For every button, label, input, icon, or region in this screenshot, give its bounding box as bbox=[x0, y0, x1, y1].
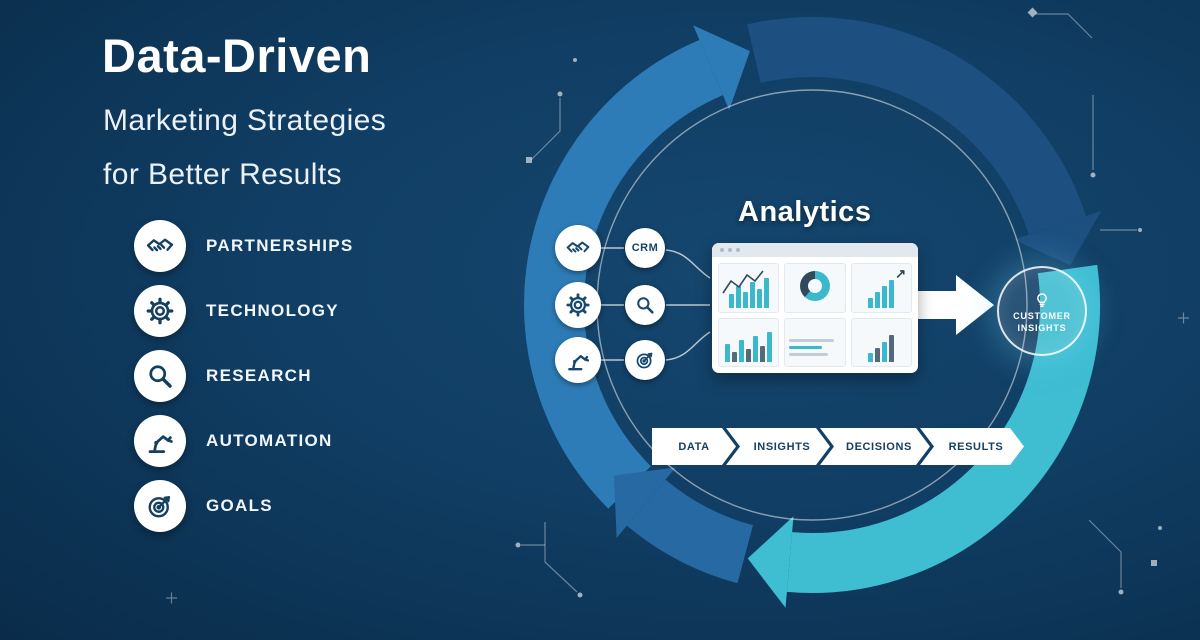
flow-step-decisions: DECISIONS bbox=[820, 428, 930, 465]
target-icon bbox=[625, 340, 665, 380]
feature-label: GOALS bbox=[206, 496, 273, 515]
panel-header bbox=[712, 243, 918, 257]
analytics-title: Analytics bbox=[738, 196, 872, 228]
robot-arm-icon bbox=[555, 337, 601, 383]
customer-insights-label: INSIGHTS bbox=[1017, 323, 1067, 333]
mini-combo-chart bbox=[718, 263, 780, 313]
feature-label: PARTNERSHIPS bbox=[206, 236, 354, 255]
subtitle-line-1: Marketing Strategies bbox=[103, 104, 387, 137]
up-trend-icon: ↗ bbox=[895, 266, 906, 281]
magnifier-icon bbox=[134, 350, 186, 402]
handshake-icon bbox=[555, 225, 601, 271]
robot-arm-icon bbox=[134, 415, 186, 467]
mini-bar-chart bbox=[850, 317, 912, 367]
subtitle-line-2: for Better Results bbox=[103, 158, 342, 191]
mini-donut-chart bbox=[784, 263, 846, 313]
crm-label: CRM bbox=[631, 242, 659, 254]
feature-item-goals: GOALS bbox=[134, 480, 354, 532]
analytics-dashboard-panel: ↗ bbox=[712, 243, 918, 373]
trend-line-chart bbox=[722, 270, 764, 294]
feature-label: TECHNOLOGY bbox=[206, 301, 339, 320]
lightbulb-icon bbox=[1032, 289, 1052, 309]
feature-item-automation: AUTOMATION bbox=[134, 415, 354, 467]
handshake-icon bbox=[134, 220, 186, 272]
customer-insights-label: CUSTOMER bbox=[1013, 311, 1071, 321]
gear-icon bbox=[134, 285, 186, 337]
ring-arrowhead-bottom-left bbox=[614, 467, 676, 538]
window-dot bbox=[736, 248, 740, 252]
big-right-arrow bbox=[916, 275, 994, 335]
crm-badge: CRM bbox=[625, 228, 665, 268]
feature-label: RESEARCH bbox=[206, 366, 312, 385]
target-icon bbox=[134, 480, 186, 532]
feature-label: AUTOMATION bbox=[206, 431, 333, 450]
feature-item-partnerships: PARTNERSHIPS bbox=[134, 220, 354, 272]
feature-item-technology: TECHNOLOGY bbox=[134, 285, 354, 337]
mini-text-lines bbox=[784, 317, 846, 367]
flow-step-insights: INSIGHTS bbox=[726, 428, 830, 465]
ring-segment-left bbox=[524, 39, 724, 509]
window-dot bbox=[728, 248, 732, 252]
panel-body: ↗ bbox=[712, 257, 918, 373]
mini-bar-chart-growth: ↗ bbox=[850, 263, 912, 313]
feature-item-research: RESEARCH bbox=[134, 350, 354, 402]
mini-bar-chart bbox=[718, 317, 780, 367]
window-dot bbox=[720, 248, 724, 252]
ring-arrowhead-top-left bbox=[693, 25, 750, 110]
flow-step-data: DATA bbox=[652, 428, 736, 465]
flow-step-results: RESULTS bbox=[920, 428, 1024, 465]
ring-segment-bottom-left bbox=[626, 479, 754, 584]
gear-icon bbox=[555, 282, 601, 328]
ring-arrowhead-bottom bbox=[747, 516, 794, 608]
main-title: Data-Driven bbox=[102, 29, 372, 82]
customer-insights-badge: CUSTOMER INSIGHTS bbox=[997, 266, 1087, 356]
magnifier-icon bbox=[625, 285, 665, 325]
flow-arrow-row: DATA INSIGHTS DECISIONS RESULTS bbox=[652, 428, 1024, 465]
ring-arrowhead-right bbox=[1013, 211, 1102, 266]
feature-list: PARTNERSHIPS TECHNOLOGY RESEARCH AUTOMAT… bbox=[134, 220, 354, 532]
